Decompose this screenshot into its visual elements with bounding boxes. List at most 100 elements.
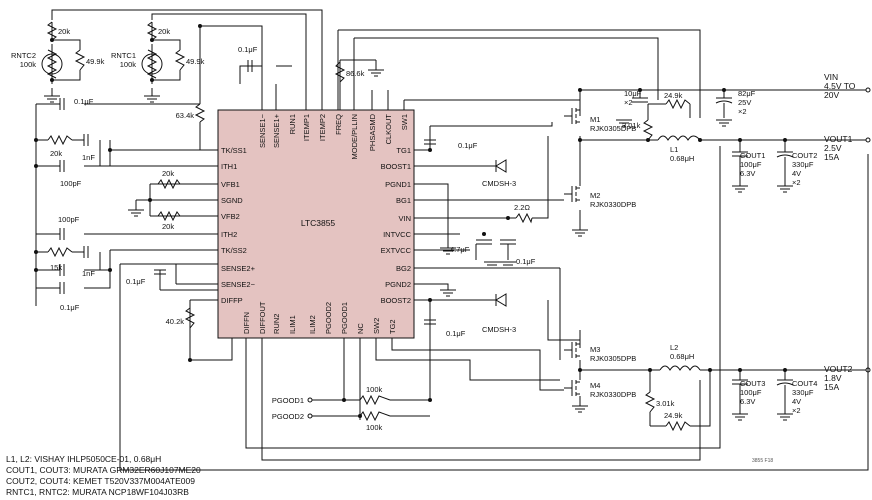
label-d2: CMDSH-3 [482, 325, 516, 334]
pin-top-4: ITEMP2 [318, 114, 327, 141]
pin-bottom-5: PGOOD2 [324, 302, 333, 334]
label-r100k-a: 100k [366, 385, 383, 394]
label-c-sense2: 0.1μF [126, 277, 146, 286]
pin-right-6: EXTVCC [381, 246, 412, 255]
label-r634: 63.4k [176, 111, 195, 120]
pin-bottom-6: PGOOD1 [340, 302, 349, 334]
pin-left-4: VFB2 [221, 212, 240, 221]
pin-left-2: VFB1 [221, 180, 240, 189]
label-c-ss1: 0.1μF [74, 97, 94, 106]
pin-top-7: PHSASMD [368, 113, 377, 151]
note-cout2-cout4: COUT2, COUT4: KEMET T520V337M004ATE009 [6, 476, 195, 486]
ltc3855-chip [217, 109, 415, 339]
label-c-ith1: 1nF [82, 153, 95, 162]
label-pgood2: PGOOD2 [272, 412, 304, 421]
pin-right-3: BG1 [396, 196, 411, 205]
note-cout1-cout3: COUT1, COUT3: MURATA GRM32ER60J107ME20 [6, 465, 201, 475]
pin-left-1: ITH1 [221, 162, 237, 171]
pin-top-9: SW1 [400, 114, 409, 130]
label-r-vfb1: 20k [162, 169, 174, 178]
pin-right-2: PGND1 [385, 180, 411, 189]
pin-left-6: TK/SS2 [221, 246, 247, 255]
pin-bottom-2: RUN2 [272, 314, 281, 334]
label-r866: 86.6k [346, 69, 365, 78]
label-r-ith2: 15k [50, 263, 62, 272]
label-r20k-b: 20k [158, 27, 170, 36]
label-r499-b: 49.9k [186, 57, 205, 66]
label-c-in1: 10μF×2 [624, 89, 642, 107]
component-symbols [41, 21, 871, 432]
pin-right-5: INTVCC [383, 230, 412, 239]
chip-name: LTC3855 [301, 218, 336, 228]
pin-right-1: BOOST1 [381, 162, 411, 171]
label-r301-top: 3.01k [622, 121, 641, 130]
pin-left-3: SGND [221, 196, 243, 205]
pin-top-5: FREQ [334, 114, 343, 135]
label-c-vin: 0.1μF [516, 257, 536, 266]
label-pgood1: PGOOD1 [272, 396, 304, 405]
pin-bottom-3: ILIM1 [288, 315, 297, 334]
pin-bottom-0: DIFFN [242, 312, 251, 334]
label-c-ith2a: 100pF [58, 215, 80, 224]
pin-left-9: DIFFP [221, 296, 243, 305]
pin-top-0: SENSE1− [258, 113, 267, 148]
label-r499-a: 49.9k [86, 57, 105, 66]
pin-left-5: ITH2 [221, 230, 237, 239]
label-c-boost1: 0.1μF [458, 141, 478, 150]
chip-pins-top: SENSE1− SENSE1+ RUN1 ITEMP1 ITEMP2 FREQ MODE/P… [258, 113, 409, 159]
junction-dots [34, 24, 787, 418]
label-r402: 40.2k [166, 317, 185, 326]
pin-right-8: PGND2 [385, 280, 411, 289]
pin-bottom-4: ILIM2 [308, 315, 317, 334]
pin-left-0: TK/SS1 [221, 146, 247, 155]
label-r301-bot: 3.01k [656, 399, 675, 408]
pin-right-7: BG2 [396, 264, 411, 273]
label-c-boost2: 0.1μF [446, 329, 466, 338]
figure-id: 3855 F18 [752, 458, 774, 464]
pin-top-1: SENSE1+ [272, 113, 281, 148]
pin-bottom-9: TG2 [388, 319, 397, 334]
label-d1: CMDSH-3 [482, 179, 516, 188]
pin-right-9: BOOST2 [381, 296, 411, 305]
note-rntc: RNTC1, RNTC2: MURATA NCP18WF104J03RB [6, 487, 189, 497]
pin-top-3: ITEMP1 [302, 114, 311, 141]
pin-left-8: SENSE2− [221, 280, 256, 289]
pin-bottom-8: SW2 [372, 318, 381, 334]
label-c-ss2: 0.1μF [60, 303, 80, 312]
pin-top-2: RUN1 [288, 114, 297, 134]
label-r100k-b: 100k [366, 423, 383, 432]
label-r249-top: 24.9k [664, 91, 683, 100]
label-r20k-a: 20k [58, 27, 70, 36]
pin-left-7: SENSE2+ [221, 264, 256, 273]
pin-bottom-1: DIFFOUT [258, 301, 267, 334]
label-c-ith2: 1nF [82, 269, 95, 278]
note-inductors: L1, L2: VISHAY IHLP5050CE-01, 0.68μH [6, 454, 162, 464]
pin-right-4: VIN [398, 214, 411, 223]
label-c-intvcc: 4.7μF [450, 245, 470, 254]
label-r-ith1: 20k [50, 149, 62, 158]
label-c-ith1b: 100pF [60, 179, 82, 188]
label-r22: 2.2Ω [514, 203, 530, 212]
label-c-sense: 0.1μF [238, 45, 258, 54]
label-r249-bot: 24.9k [664, 411, 683, 420]
pin-top-6: MODE/PLLIN [350, 114, 359, 159]
